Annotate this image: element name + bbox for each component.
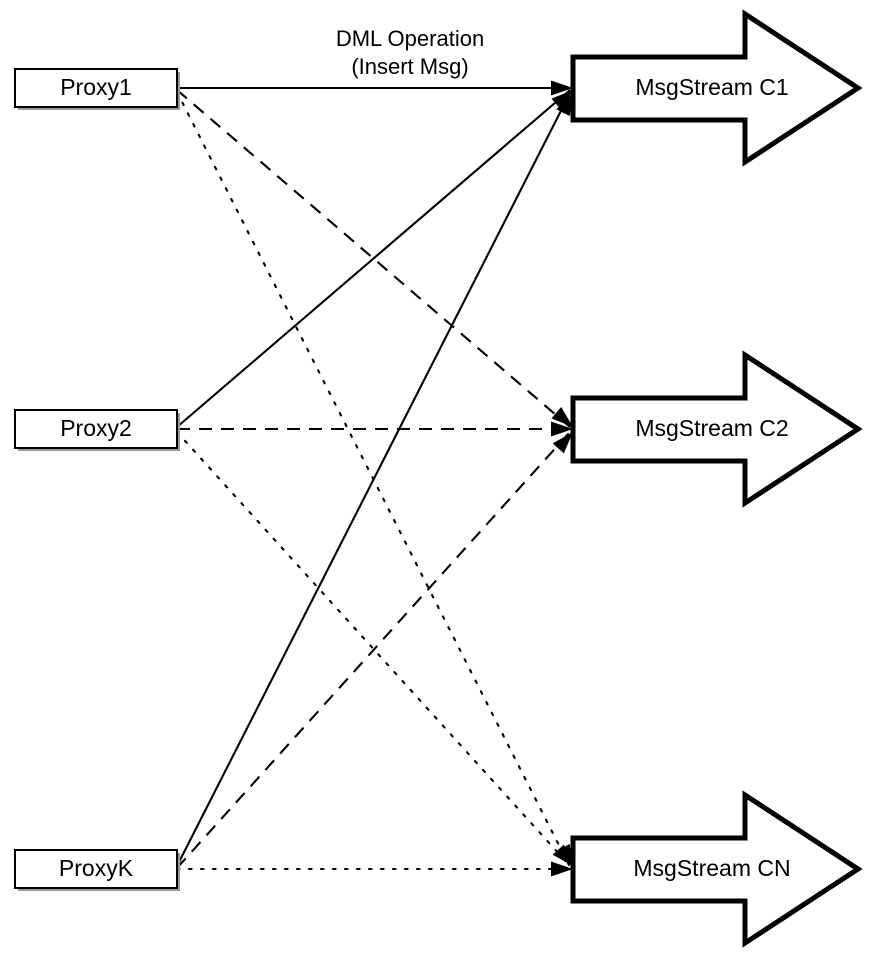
stream-arrow-shape [570,790,863,948]
arrowhead-proxy-k-to-msgstream-cn [551,861,573,877]
arrowhead-proxy-2-to-msgstream-c2 [551,421,573,437]
stream-msgstream-c2[interactable]: MsgStream C2 [570,350,863,508]
connector-line [176,92,571,867]
arrowhead-proxy-2-to-msgstream-c1 [551,90,573,111]
stream-label: MsgStream C2 [635,415,788,441]
connector-line [176,89,571,428]
arrowhead-proxy-1-to-msgstream-c1 [551,80,573,96]
stream-label: MsgStream CN [633,855,790,881]
arrowhead-proxy-k-to-msgstream-c1 [556,93,573,117]
arrowhead-proxy-2-to-msgstream-cn [552,844,573,866]
connector-proxy-2-to-msgstream-c1 [176,89,571,428]
stream-arrow-shape [570,9,863,167]
connector-proxy-2-to-msgstream-cn [175,430,572,868]
dml-operation-label: DML Operation (Insert Msg) [336,26,484,79]
proxy-label: Proxy1 [60,74,132,100]
connector-proxy-k-to-msgstream-c1 [176,92,571,867]
streams-layer: MsgStream C1 MsgStream C2 MsgStream CN [570,9,863,948]
proxy-node-proxy-1[interactable]: Proxy1 [14,68,180,110]
annotation-line-2: (Insert Msg) [351,54,468,79]
proxy-label: ProxyK [59,855,134,881]
proxy-label: Proxy2 [60,415,132,441]
stream-label: MsgStream C1 [635,74,788,100]
connector-proxy-k-to-msgstream-c2 [176,431,571,869]
proxy-box-rect [14,849,178,889]
proxy-node-proxy-k[interactable]: ProxyK [14,849,180,891]
stream-arrow-shape [570,350,863,508]
arrowhead-proxy-k-to-msgstream-c2 [552,432,573,454]
stream-msgstream-c1[interactable]: MsgStream C1 [570,9,863,167]
connections-layer [175,86,572,871]
annotation-line-1: DML Operation [336,26,484,51]
stream-msgstream-cn[interactable]: MsgStream CN [570,790,863,948]
proxy-box-rect [14,409,178,449]
connector-line [175,430,572,868]
annotations-layer: DML Operation (Insert Msg) [336,26,484,79]
proxy-node-proxy-2[interactable]: Proxy2 [14,409,180,451]
arrowheads-layer [551,80,573,877]
connector-line [176,431,571,869]
arrowhead-proxy-1-to-msgstream-c2 [551,406,573,427]
proxy-box-rect [14,68,178,108]
